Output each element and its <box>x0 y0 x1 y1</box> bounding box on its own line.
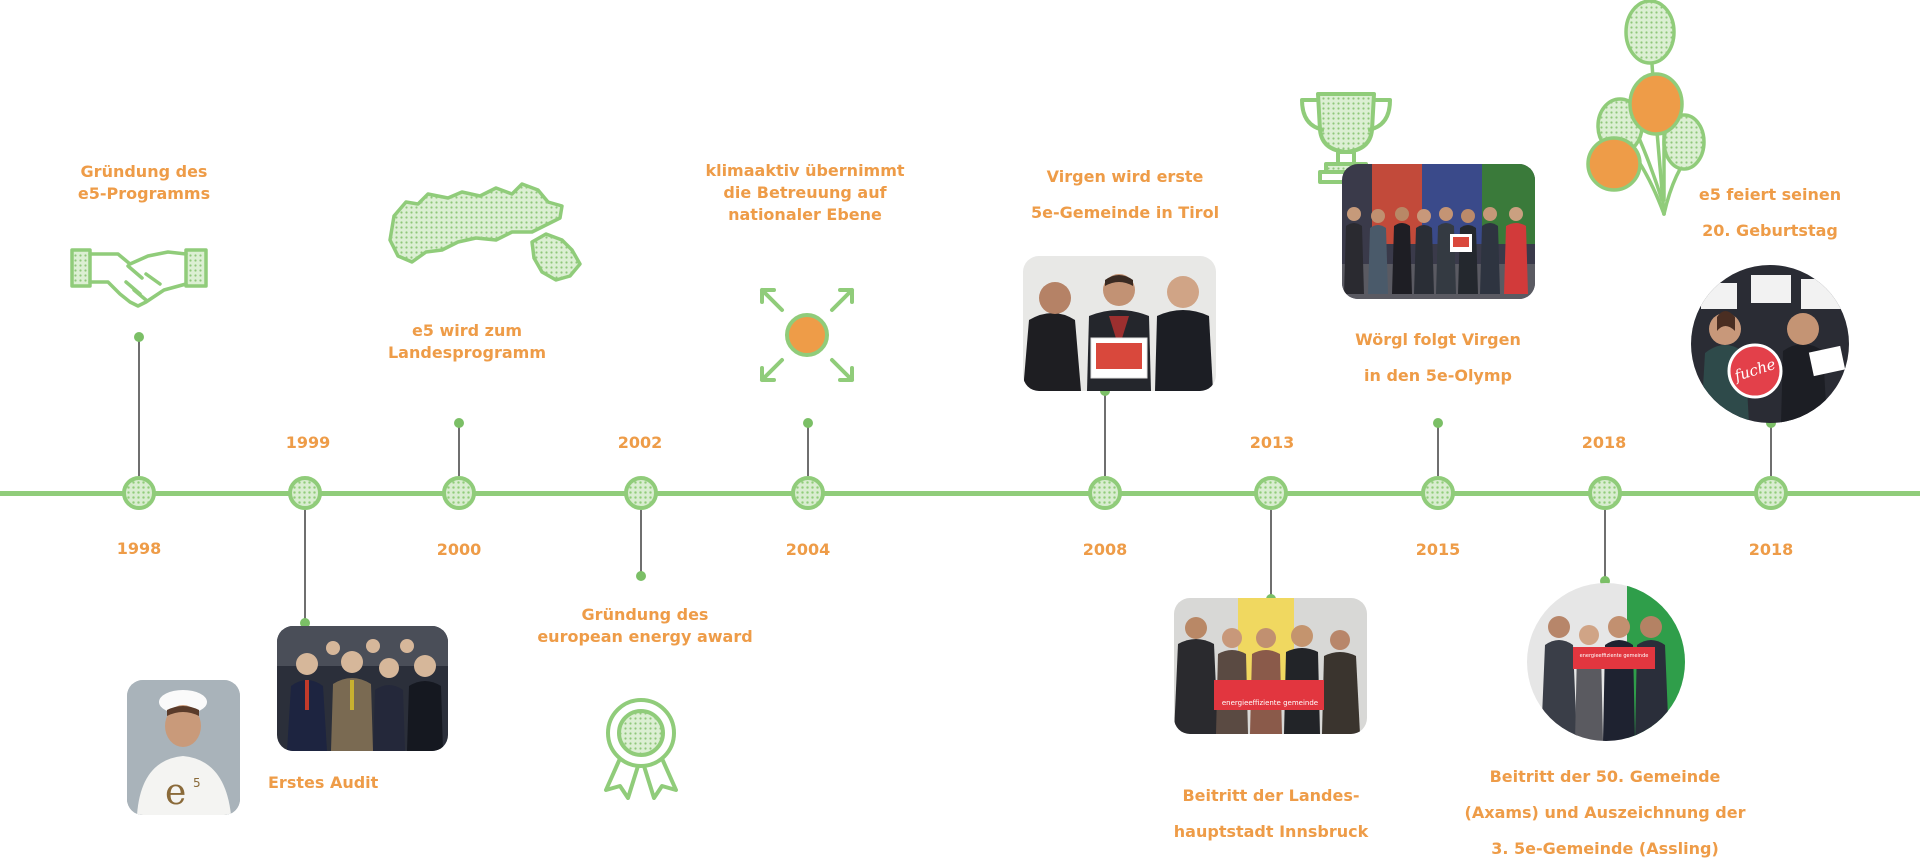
event-label-1998: Gründung des e5-Programms <box>24 161 264 205</box>
connector-2000 <box>458 424 460 476</box>
virgen-award-photo <box>1023 256 1216 391</box>
connector-1998 <box>138 338 140 476</box>
handshake-icon <box>70 248 208 308</box>
connector-2018a <box>1604 510 1606 580</box>
event-label-2015: Wörgl folgt Virgen in den 5e-Olymp <box>1318 322 1558 394</box>
connector-dot-2008 <box>1100 386 1110 396</box>
timeline-node-2002 <box>624 476 658 510</box>
year-label: 2004 <box>785 540 831 559</box>
event-label-line: 5e-Gemeinde in Tirol <box>1030 203 1220 222</box>
e5-logo: e <box>165 772 187 813</box>
event-label-line: Landesprogramm <box>387 343 547 362</box>
event-label-line: (Axams) und Auszeichnung der <box>1464 803 1746 822</box>
tirol-map-icon <box>388 182 582 282</box>
connector-dot-2002 <box>636 571 646 581</box>
timeline-node-1998 <box>122 476 156 510</box>
innsbruck-sign-text: energieeffiziente gemeinde <box>1221 699 1319 707</box>
event-label-line: Erstes Audit <box>268 773 379 792</box>
event-label-line: Virgen wird erste <box>1046 167 1204 186</box>
connector-2013 <box>1270 510 1272 598</box>
event-label-2018b: e5 feiert seinen 20. Geburtstag <box>1650 177 1890 249</box>
event-label-2008: Virgen wird erste 5e-Gemeinde in Tirol <box>1000 159 1250 231</box>
event-label-line: die Betreuung auf <box>723 183 887 202</box>
event-label-2018a: Beitritt der 50. Gemeinde (Axams) und Au… <box>1440 759 1770 867</box>
year-label: 2018 <box>1748 540 1794 559</box>
award-rosette-icon <box>604 698 678 800</box>
year-label: 2013 <box>1249 433 1295 452</box>
event-label-line: 20. Geburtstag <box>1702 221 1838 240</box>
connector-dot-2015 <box>1433 418 1443 428</box>
chef-photo: e 5 <box>127 680 240 815</box>
event-label-line: Gründung des <box>581 605 709 624</box>
year-label: 2000 <box>436 540 482 559</box>
year-label: 2018 <box>1581 433 1627 452</box>
connector-1999 <box>304 510 306 622</box>
year-label: 2002 <box>617 433 663 452</box>
event-label-line: in den 5e-Olymp <box>1364 366 1512 385</box>
connector-2018b <box>1770 424 1772 476</box>
axams-assling-photo: energieeffiziente gemeinde <box>1527 583 1685 741</box>
event-label-line: e5 wird zum <box>411 321 523 340</box>
e5-logo-superscript: 5 <box>193 776 201 790</box>
birthday-photo: fuche <box>1691 265 1849 423</box>
expand-arrows-icon <box>760 288 854 382</box>
timeline-node-2004 <box>791 476 825 510</box>
year-label: 1998 <box>116 539 162 558</box>
woergl-group-photo <box>1342 164 1535 299</box>
connector-dot-1998 <box>134 332 144 342</box>
connector-dot-2018a <box>1600 576 1610 586</box>
year-label: 2015 <box>1415 540 1461 559</box>
innsbruck-photo: energieeffiziente gemeinde <box>1174 598 1367 734</box>
assling-sign-text: energieeffiziente gemeinde <box>1579 653 1649 659</box>
timeline-axis <box>0 491 1920 496</box>
event-label-line: Gründung des <box>80 162 208 181</box>
connector-dot-2000 <box>454 418 464 428</box>
event-label-line: e5 feiert seinen <box>1698 185 1842 204</box>
event-label-line: e5-Programms <box>77 184 211 203</box>
connector-2015 <box>1437 424 1439 476</box>
event-label-2002: Gründung des european energy award <box>520 604 770 648</box>
year-label: 2008 <box>1082 540 1128 559</box>
connector-2002 <box>640 510 642 574</box>
timeline-node-2013 <box>1254 476 1288 510</box>
balloons-icon <box>1586 0 1706 216</box>
timeline-node-2000 <box>442 476 476 510</box>
trophy-icon <box>1300 92 1392 184</box>
event-label-line: Beitritt der 50. Gemeinde <box>1489 767 1721 786</box>
event-label-line: klimaaktiv übernimmt <box>705 161 905 180</box>
connector-2008 <box>1104 392 1106 476</box>
event-label-2004: klimaaktiv übernimmt die Betreuung auf n… <box>680 160 930 226</box>
event-label-line: european energy award <box>537 627 753 646</box>
connector-dot-2018b <box>1766 418 1776 428</box>
timeline-node-2015 <box>1421 476 1455 510</box>
year-label: 1999 <box>285 433 331 452</box>
connector-2004 <box>807 424 809 476</box>
timeline-node-2008 <box>1088 476 1122 510</box>
timeline-node-1999 <box>288 476 322 510</box>
event-label-line: 3. 5e-Gemeinde (Assling) <box>1491 839 1719 858</box>
event-label-1999: Erstes Audit <box>268 772 388 794</box>
event-label-line: nationaler Ebene <box>728 205 882 224</box>
event-label-line: hauptstadt Innsbruck <box>1173 822 1369 841</box>
timeline-node-2018a <box>1588 476 1622 510</box>
audience-photo <box>277 626 448 751</box>
event-label-line: Beitritt der Landes- <box>1182 786 1360 805</box>
event-label-line: Wörgl folgt Virgen <box>1355 330 1521 349</box>
connector-dot-1999 <box>300 618 310 628</box>
timeline-node-2018b <box>1754 476 1788 510</box>
event-label-2013: Beitritt der Landes- hauptstadt Innsbruc… <box>1140 778 1402 850</box>
connector-dot-2004 <box>803 418 813 428</box>
event-label-2000: e5 wird zum Landesprogramm <box>347 320 587 364</box>
